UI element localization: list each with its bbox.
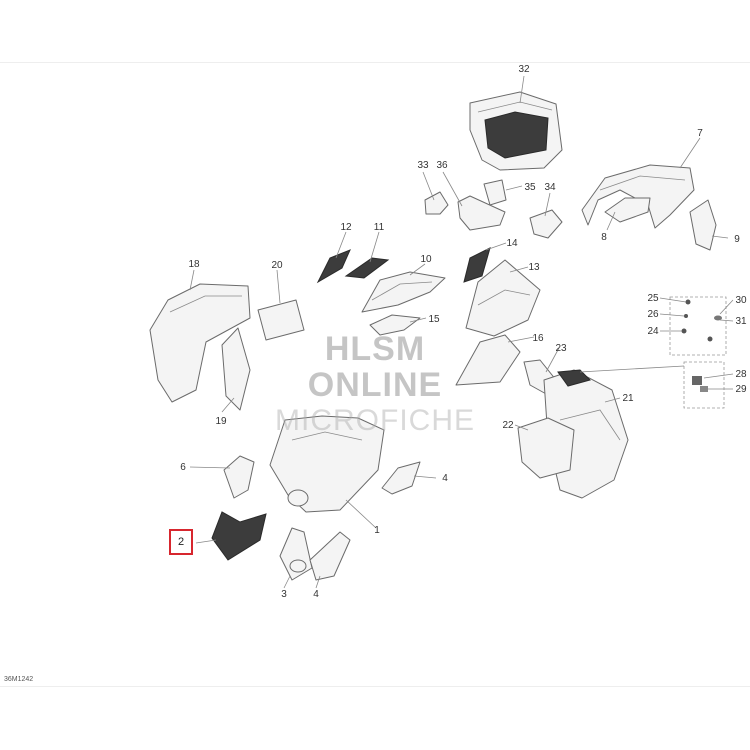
callout-8: 7: [697, 128, 703, 139]
callout-2-highlighted[interactable]: 2: [177, 536, 185, 548]
callout-25: 24: [647, 326, 659, 337]
part-36[interactable]: [457, 195, 506, 231]
callout-3: 3: [281, 589, 287, 600]
part-21[interactable]: [257, 299, 305, 341]
part-35[interactable]: [483, 179, 507, 206]
callout-23: 22: [502, 420, 514, 431]
part-18[interactable]: [455, 334, 521, 386]
callout-labels: 32 7 8 9 33 36 35 34 12 11 10 14 13 15 1…: [180, 64, 747, 600]
callout-28: 28: [735, 369, 747, 380]
leader-lines: [189, 75, 734, 589]
callout-34: 34: [544, 182, 556, 193]
callout-16: 15: [428, 314, 440, 325]
part-15[interactable]: [463, 247, 491, 283]
part-2[interactable]: [211, 511, 267, 561]
callout-10: 9: [734, 234, 740, 245]
callout-13: 12: [340, 222, 352, 233]
part-13[interactable]: [316, 249, 351, 284]
part-10[interactable]: [689, 199, 717, 251]
watermark-line-3: MICROFICHE: [275, 404, 475, 437]
callout-27: 26: [647, 309, 659, 320]
callout-20: 19: [215, 416, 227, 427]
part-14[interactable]: [465, 259, 541, 337]
callout-33: 33: [417, 160, 429, 171]
callout-9: 8: [601, 232, 607, 243]
watermark-line-1: HLSM: [324, 330, 426, 368]
hardware-parts[interactable]: [681, 299, 723, 393]
callout-26: 25: [647, 293, 659, 304]
part-16[interactable]: [369, 314, 421, 336]
part-12[interactable]: [344, 257, 390, 279]
callout-4: 4: [313, 589, 319, 600]
callout-11: 10: [420, 254, 432, 265]
callout-22: 21: [622, 393, 634, 404]
callout-30: 30: [735, 295, 747, 306]
callout-14: 13: [528, 262, 540, 273]
highlight-box[interactable]: [169, 529, 193, 555]
part-19[interactable]: [149, 283, 251, 403]
callout-19: 18: [188, 259, 200, 270]
part-4[interactable]: [309, 531, 351, 581]
callout-12: 11: [374, 222, 385, 233]
callout-18: 16: [532, 333, 544, 344]
part-7[interactable]: [223, 455, 255, 499]
callout-36: 36: [436, 160, 448, 171]
part-6[interactable]: [381, 461, 421, 495]
callout-15: 14: [506, 238, 518, 249]
callout-6: 4: [442, 473, 448, 484]
callout-32: 32: [518, 64, 530, 75]
part-32[interactable]: [469, 91, 563, 171]
callout-24: 23: [555, 343, 567, 354]
part-20[interactable]: [221, 327, 251, 411]
part-11[interactable]: [361, 271, 446, 313]
watermark-line-2: ONLINE: [307, 366, 443, 404]
hardware-box-lower: [683, 361, 725, 409]
part-33[interactable]: [424, 191, 449, 215]
hardware-box-upper: [669, 296, 727, 356]
part-34[interactable]: [529, 209, 563, 239]
part-8[interactable]: [581, 164, 695, 229]
part-1[interactable]: [269, 415, 385, 513]
callout-29: 29: [735, 384, 747, 395]
callout-35: 35: [524, 182, 536, 193]
diagram-frame: [0, 62, 750, 687]
callout-1: 1: [374, 525, 380, 536]
part-23[interactable]: [517, 417, 575, 479]
part-9[interactable]: [604, 197, 651, 223]
callout-7: 6: [180, 462, 186, 473]
callout-21: 20: [271, 260, 283, 271]
part-3[interactable]: [279, 527, 313, 581]
drawing-code: 36M1242: [4, 676, 34, 683]
callout-31: 31: [735, 316, 747, 327]
